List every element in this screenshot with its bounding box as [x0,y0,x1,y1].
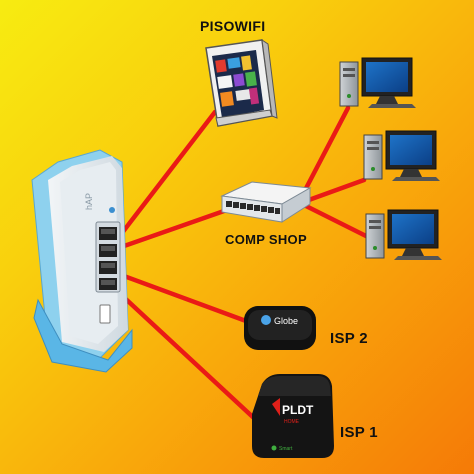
router-icon: hAP [31,149,133,373]
switch-ports [226,201,280,214]
comp-shop-label: COMP SHOP [225,232,307,247]
modem-brand-text: PLDT [282,403,314,417]
pocket-wifi-icon: Globe [244,306,316,350]
desktop-computer-icon [339,57,416,108]
router-brand-text: hAP [84,193,94,210]
router-lan-ports [99,227,117,290]
isp1-label: ISP 1 [340,424,378,441]
network-switch-icon [220,181,312,223]
modem-icon: PLDT HOME Smart [252,374,334,458]
link-switch-pc3 [303,203,369,239]
modem-sub-text: HOME [284,419,300,425]
desktop-computer-icon [365,209,442,260]
pisowifi-machine-icon [205,38,278,127]
modem-footer-text: Smart [279,446,293,452]
link-switch-pc1 [299,105,351,199]
link-router-switch [121,208,227,249]
link-router-isp2 [121,273,249,324]
link-router-pisowifi [119,109,218,236]
pocket-wifi-brand-text: Globe [274,316,298,326]
isp2-label: ISP 2 [330,330,368,347]
desktop-computer-icon [363,130,440,181]
link-switch-pc2 [303,177,367,204]
link-router-isp1 [113,287,259,423]
pisowifi-label: PISOWIFI [200,18,266,34]
